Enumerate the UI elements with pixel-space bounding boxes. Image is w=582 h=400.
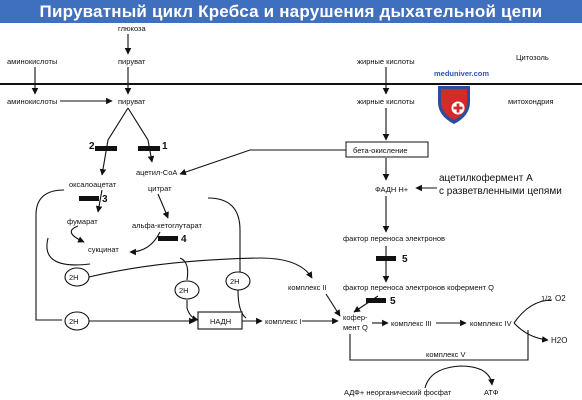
watermark: meduniver.com bbox=[434, 69, 489, 78]
label-glucose: глюкоза bbox=[118, 24, 146, 33]
label-complex-2: комплекс II bbox=[288, 283, 327, 292]
label-2h-1: 2H bbox=[69, 273, 79, 282]
label-branched-line2: с разветвленными цепями bbox=[439, 186, 562, 197]
label-pyruvate-mito: пируват bbox=[118, 97, 146, 106]
label-half: 1/2 bbox=[541, 294, 551, 303]
label-complex-4: комплекс IV bbox=[470, 319, 512, 328]
label-etf-q: фактор переноса электронов кофермент Q bbox=[343, 283, 494, 292]
label-etf: фактор переноса электронов bbox=[343, 234, 445, 243]
label-cytosol: Цитозоль bbox=[516, 53, 549, 62]
block-number-5a: 5 bbox=[402, 254, 408, 265]
label-fadh: ФАДН Н+ bbox=[375, 185, 409, 194]
block-number-5b: 5 bbox=[390, 296, 396, 307]
label-nadh: НАДН bbox=[210, 317, 231, 326]
label-acetyl-coa: ацетил-СоА bbox=[136, 168, 177, 177]
label-branched-line1: ацетилкофермент А bbox=[439, 172, 533, 184]
block-number-2: 2 bbox=[89, 141, 95, 152]
label-complex-5: комплекс V bbox=[426, 350, 466, 359]
label-h2o: H2O bbox=[551, 336, 567, 345]
block-number-3: 3 bbox=[102, 194, 108, 205]
label-aminoacids-mito: аминокислоты bbox=[7, 97, 57, 106]
label-fatty-acids-mito: жирные кислоты bbox=[357, 97, 415, 106]
label-coq-1: кофер- bbox=[343, 313, 368, 322]
label-fatty-acids-cytosol: жирные кислоты bbox=[357, 57, 415, 66]
label-aminoacids-cytosol: аминокислоты bbox=[7, 57, 57, 66]
label-oxaloacetate: оксалоацетат bbox=[69, 180, 117, 189]
label-o2: O2 bbox=[555, 294, 566, 303]
label-citrate: цитрат bbox=[148, 184, 172, 193]
two-h-circle-2 bbox=[174, 280, 200, 300]
medical-shield-icon bbox=[438, 86, 470, 124]
label-adp: АДФ+ неорганический фосфат bbox=[344, 388, 452, 397]
block-number-4: 4 bbox=[181, 234, 187, 245]
label-complex-3: комплекс III bbox=[391, 319, 432, 328]
label-succinate: сукцинат bbox=[88, 245, 119, 254]
label-beta-oxidation: бета-окисление bbox=[353, 146, 408, 155]
page-title: Пируватный цикл Кребса и нарушения дыхат… bbox=[0, 0, 582, 23]
label-pyruvate-cytosol: пируват bbox=[118, 57, 146, 66]
label-coq-2: мент Q bbox=[343, 323, 368, 332]
block-number-1: 1 bbox=[162, 141, 168, 152]
label-2h-2: 2H bbox=[179, 286, 189, 295]
label-2h-4: 2H bbox=[69, 317, 79, 326]
label-2h-3: 2H bbox=[230, 277, 240, 286]
label-fumarate: фумарат bbox=[67, 217, 98, 226]
label-mitochondria: митохондрия bbox=[508, 97, 554, 106]
label-complex-1: комплекс I bbox=[265, 317, 302, 326]
label-alpha-kg: альфа-кетоглутарат bbox=[132, 221, 203, 230]
label-atp: АТФ bbox=[484, 388, 499, 397]
